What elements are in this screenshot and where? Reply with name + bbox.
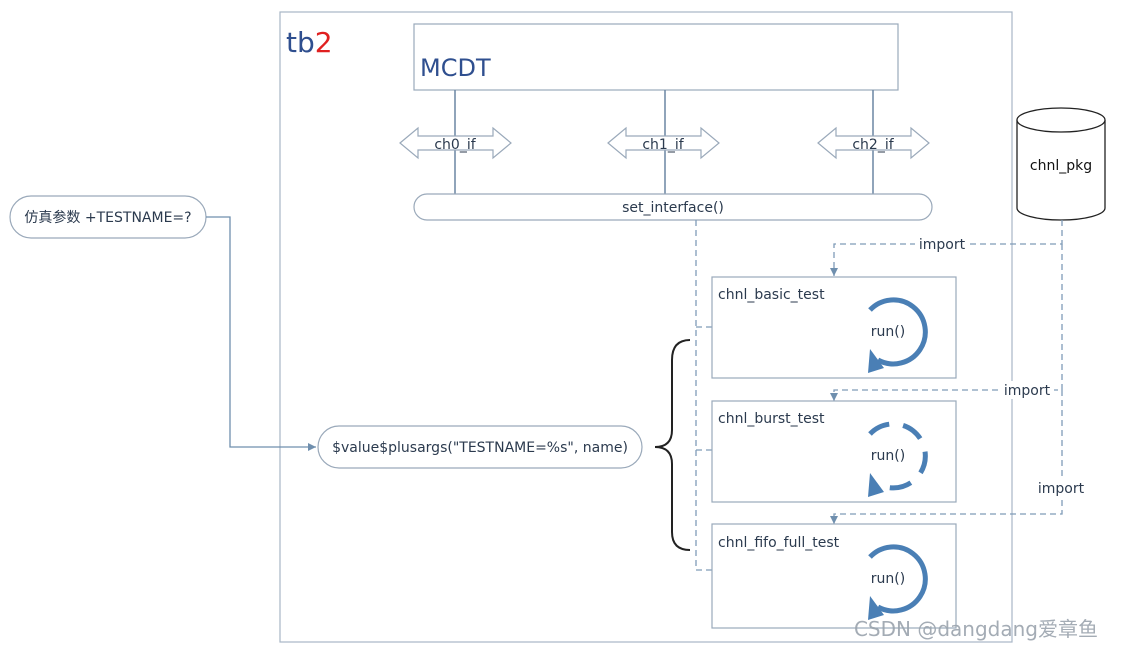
- import-label: import: [1004, 383, 1051, 399]
- channel-ch2: ch2_if: [817, 126, 930, 160]
- plusargs-pill: [317, 425, 643, 469]
- import-label: import: [1038, 481, 1085, 497]
- import-label: import: [919, 237, 966, 253]
- channel-ch1: ch1_if: [607, 126, 720, 160]
- test-chnl-fifo-full: chnl_fifo_full_test run(): [711, 523, 957, 629]
- tb-title: tb2: [286, 26, 333, 59]
- cylinder-top: [1016, 107, 1106, 133]
- run-label: run(): [871, 571, 905, 587]
- run-label: run(): [871, 324, 905, 340]
- run-loop-icon: [868, 421, 928, 491]
- import-link-basic: [830, 220, 1063, 276]
- cylinder-body: [1016, 120, 1106, 221]
- channel-label: ch0_if: [434, 137, 476, 153]
- pkg-cylinder: chnl_pkg: [1016, 107, 1106, 221]
- import-link-fifo: [830, 390, 1063, 524]
- double-arrow-icon: [817, 126, 930, 160]
- watermark: CSDN @dangdang爱章鱼: [854, 617, 1098, 641]
- pkg-label: chnl_pkg: [1030, 158, 1092, 174]
- set-interface-label: set_interface(): [622, 200, 724, 216]
- channel-label: ch1_if: [642, 137, 684, 153]
- run-loop-arrowhead: [868, 473, 884, 497]
- selection-brace: [654, 339, 691, 551]
- dut-box: [413, 23, 899, 91]
- channel-ch0: ch0_if: [399, 126, 512, 160]
- test-box: [711, 523, 957, 629]
- sim-param-label: 仿真参数 +TESTNAME=?: [24, 209, 191, 226]
- plusargs-label: $value$plusargs("TESTNAME=%s", name): [332, 440, 628, 456]
- test-box: [711, 276, 957, 379]
- sim-param-link: [206, 216, 316, 451]
- test-chnl-basic: chnl_basic_test run(): [711, 276, 957, 379]
- set-interface-bar: [413, 193, 933, 221]
- run-loop-icon: [868, 297, 928, 367]
- run-loop-arrowhead: [868, 349, 884, 373]
- run-loop-arrowhead: [868, 596, 884, 620]
- test-name: chnl_burst_test: [718, 411, 825, 427]
- dut-label: MCDT: [420, 54, 491, 82]
- run-loop-icon: [868, 544, 928, 614]
- test-name: chnl_basic_test: [718, 287, 825, 303]
- run-label: run(): [871, 448, 905, 464]
- test-chnl-burst: chnl_burst_test run(): [711, 400, 957, 503]
- test-box: [711, 400, 957, 503]
- import-link-burst: [830, 244, 1063, 401]
- testbench-frame: [279, 11, 1013, 643]
- double-arrow-icon: [607, 126, 720, 160]
- double-arrow-icon: [399, 126, 512, 160]
- test-name: chnl_fifo_full_test: [718, 535, 840, 551]
- channel-label: ch2_if: [852, 137, 894, 153]
